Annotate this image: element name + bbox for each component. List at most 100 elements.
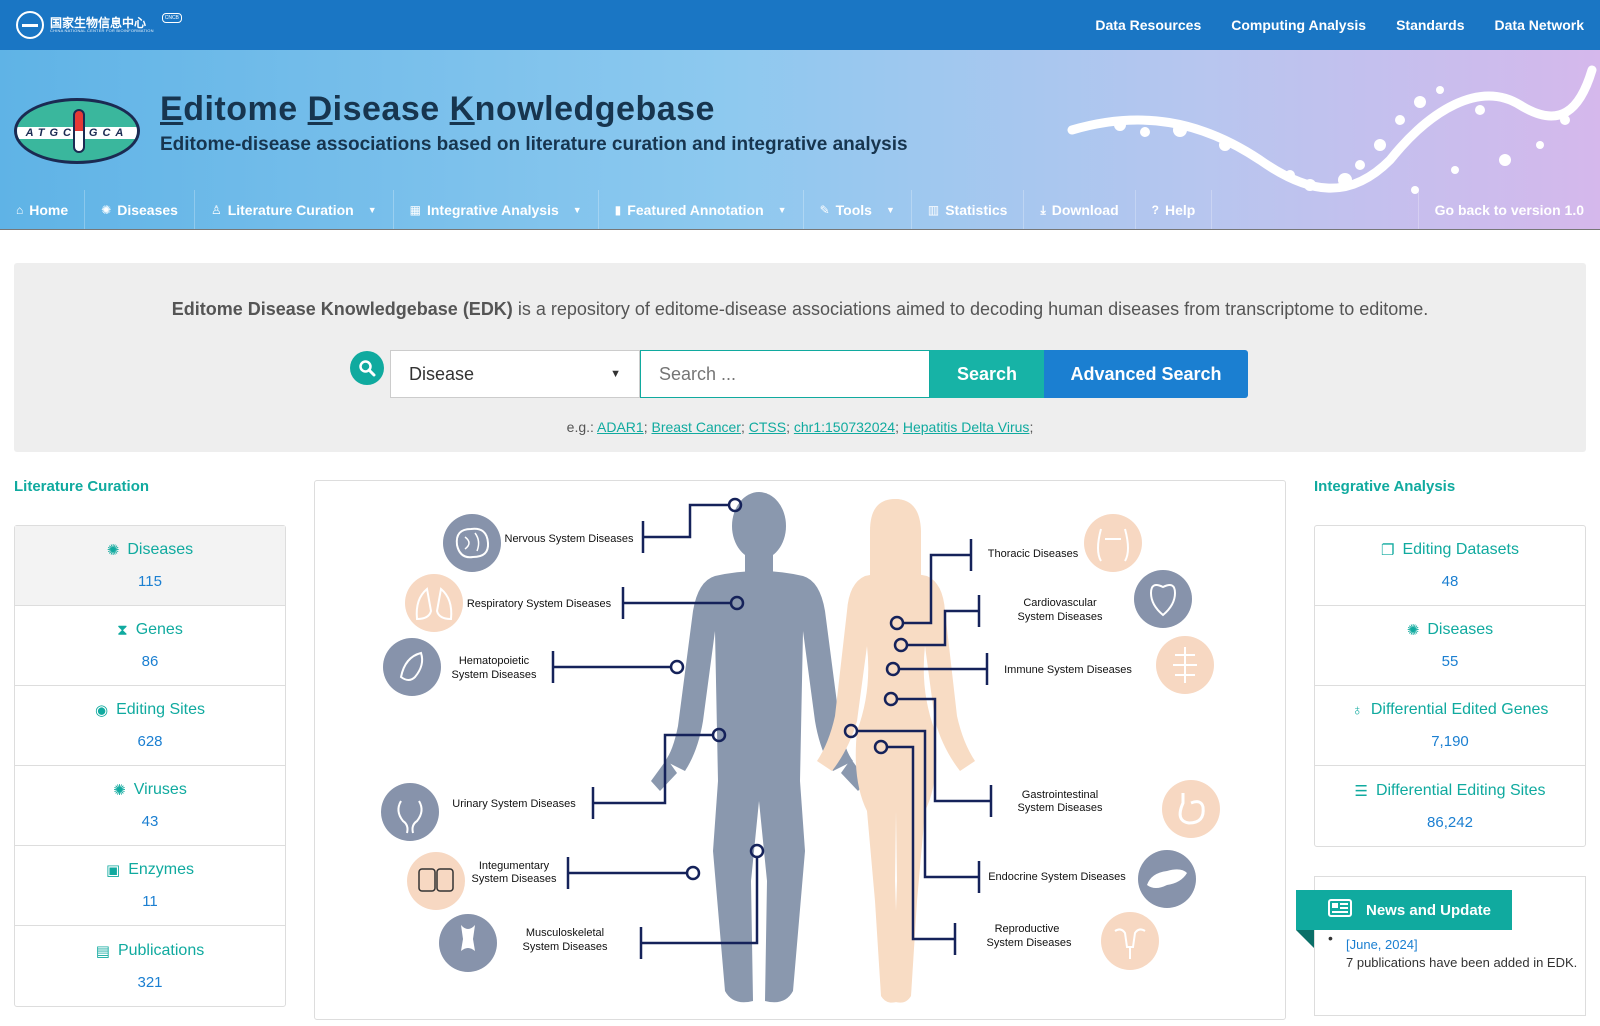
label-hematopoietic-1[interactable]: Hematopoietic (459, 655, 530, 667)
dna-icon: ⧗ (117, 621, 128, 639)
cncb-logo[interactable]: 国家生物信息中心 CHINA NATIONAL CENTER FOR BIOIN… (16, 11, 182, 39)
example-link[interactable]: Hepatitis Delta Virus (902, 419, 1030, 435)
kidney-icon[interactable] (381, 783, 439, 841)
example-link[interactable]: ADAR1 (597, 419, 644, 435)
nav-diseases[interactable]: ✺Diseases (85, 190, 195, 229)
virus-icon: ✺ (101, 203, 112, 217)
lightbulb-icon: ♁ (1351, 701, 1363, 719)
top-link-standards[interactable]: Standards (1396, 17, 1465, 33)
virus-icon: ✺ (1406, 622, 1420, 639)
chevron-down-icon: ▼ (572, 205, 582, 215)
chevron-down-icon: ▼ (885, 205, 895, 215)
label-respiratory[interactable]: Respiratory System Diseases (467, 598, 612, 610)
cncb-name-en: CHINA NATIONAL CENTER FOR BIOINFORMATION (50, 28, 154, 33)
label-immune[interactable]: Immune System Diseases (1004, 664, 1132, 676)
example-link[interactable]: chr1:150732024 (793, 419, 896, 435)
lungs-icon[interactable] (405, 574, 463, 632)
home-icon: ⌂ (16, 203, 24, 217)
example-link[interactable]: Breast Cancer (651, 419, 741, 435)
heart-icon[interactable] (1134, 570, 1192, 628)
main-nav: ⌂Home ✺Diseases ♙Literature Curation▼ ▦I… (0, 190, 1600, 229)
left-disease-labels: Nervous System Diseases Respiratory Syst… (452, 533, 634, 953)
nav-tools[interactable]: ✎Tools▼ (804, 190, 912, 229)
calculator-icon: ▦ (409, 203, 421, 217)
spleen-icon[interactable] (383, 638, 441, 696)
label-gastrointestinal-2[interactable]: System Diseases (1018, 802, 1103, 814)
label-musculoskeletal-2[interactable]: System Diseases (523, 941, 608, 953)
label-reproductive-2[interactable]: System Diseases (987, 937, 1072, 949)
bone-icon[interactable] (439, 914, 497, 972)
label-integumentary-2[interactable]: System Diseases (472, 873, 557, 885)
nav-home[interactable]: ⌂Home (0, 190, 86, 229)
nav-literature-curation[interactable]: ♙Literature Curation▼ (195, 190, 394, 229)
label-cardiovascular-2[interactable]: System Diseases (1018, 611, 1103, 623)
label-thoracic[interactable]: Thoracic Diseases (988, 548, 1079, 560)
nav-integrative-analysis[interactable]: ▦Integrative Analysis▼ (394, 190, 599, 229)
bookmark-icon: ▮ (614, 203, 622, 217)
signs-icon: ☰ (1354, 782, 1368, 800)
label-musculoskeletal-1[interactable]: Musculoskeletal (526, 927, 604, 939)
stomach-icon[interactable] (1162, 780, 1220, 838)
advanced-search-button[interactable]: Advanced Search (1044, 350, 1248, 398)
search-input[interactable] (640, 350, 930, 398)
nav-download[interactable]: ⤓Download (1024, 190, 1136, 229)
right-organ-icons (1084, 514, 1220, 970)
newspaper-icon (1328, 899, 1352, 921)
news-text: 7 publications have been added in EDK. (1346, 955, 1578, 970)
question-icon: ? (1151, 203, 1159, 217)
search-button[interactable]: Search (930, 350, 1044, 398)
chevron-down-icon: ▼ (777, 205, 787, 215)
body-map-panel: Nervous System Diseases Respiratory Syst… (314, 480, 1286, 1020)
cncb-logo-icon (16, 11, 44, 39)
label-reproductive-1[interactable]: Reproductive (995, 923, 1060, 935)
book-icon: ▤ (95, 942, 110, 960)
edk-logo[interactable]: ATGCAGCA (14, 98, 140, 164)
edk-logo-pill-icon (73, 109, 85, 153)
example-link[interactable]: CTSS (748, 419, 787, 435)
news-date[interactable]: [June, 2024] (1346, 937, 1418, 952)
uterus-icon[interactable] (1101, 912, 1159, 970)
label-cardiovascular-1[interactable]: Cardiovascular (1023, 597, 1097, 609)
top-link-data-network[interactable]: Data Network (1494, 17, 1584, 33)
nav-statistics[interactable]: ▥Statistics (912, 190, 1025, 229)
viruses-icon: ✺ (113, 782, 126, 799)
thorax-icon[interactable] (1084, 514, 1142, 572)
user-icon: ♙ (210, 203, 222, 217)
toolbox-icon: ▣ (106, 862, 121, 879)
brain-icon[interactable] (443, 514, 501, 572)
virus-icon: ✺ (106, 542, 120, 559)
nav-help[interactable]: ?Help (1136, 190, 1213, 229)
label-endocrine[interactable]: Endocrine System Diseases (988, 871, 1126, 883)
top-link-computing-analysis[interactable]: Computing Analysis (1231, 17, 1367, 33)
nav-featured-annotation[interactable]: ▮Featured Annotation▼ (599, 190, 804, 229)
lymph-icon[interactable] (1156, 636, 1214, 694)
news-header: News and Update (1296, 890, 1512, 930)
pancreas-icon[interactable] (1138, 850, 1196, 908)
search-panel: Editome Disease Knowledgebase (EDK) is a… (14, 263, 1586, 452)
banner: ATGCAGCA Editome Disease Knowledgebase E… (0, 50, 1600, 230)
female-silhouette (817, 499, 975, 1003)
label-nervous[interactable]: Nervous System Diseases (505, 533, 634, 545)
top-link-data-resources[interactable]: Data Resources (1095, 17, 1202, 33)
label-urinary[interactable]: Urinary System Diseases (452, 798, 576, 810)
skin-icon[interactable] (407, 852, 465, 910)
version-1-link[interactable]: Go back to version 1.0 (1417, 190, 1600, 229)
search-row: Disease ▼ Search Advanced Search (350, 350, 1248, 398)
page-title: Editome Disease Knowledgebase (160, 90, 715, 128)
search-examples: e.g.: ADAR1; Breast Cancer; CTSS; chr1:1… (566, 419, 1034, 435)
label-integumentary-1[interactable]: Integumentary (479, 860, 550, 872)
right-disease-labels: Thoracic Diseases Cardiovascular System … (987, 548, 1133, 949)
label-gastrointestinal-1[interactable]: Gastrointestinal (1022, 789, 1098, 801)
search-type-select[interactable]: Disease ▼ (390, 350, 640, 398)
label-hematopoietic-2[interactable]: System Diseases (452, 669, 537, 681)
